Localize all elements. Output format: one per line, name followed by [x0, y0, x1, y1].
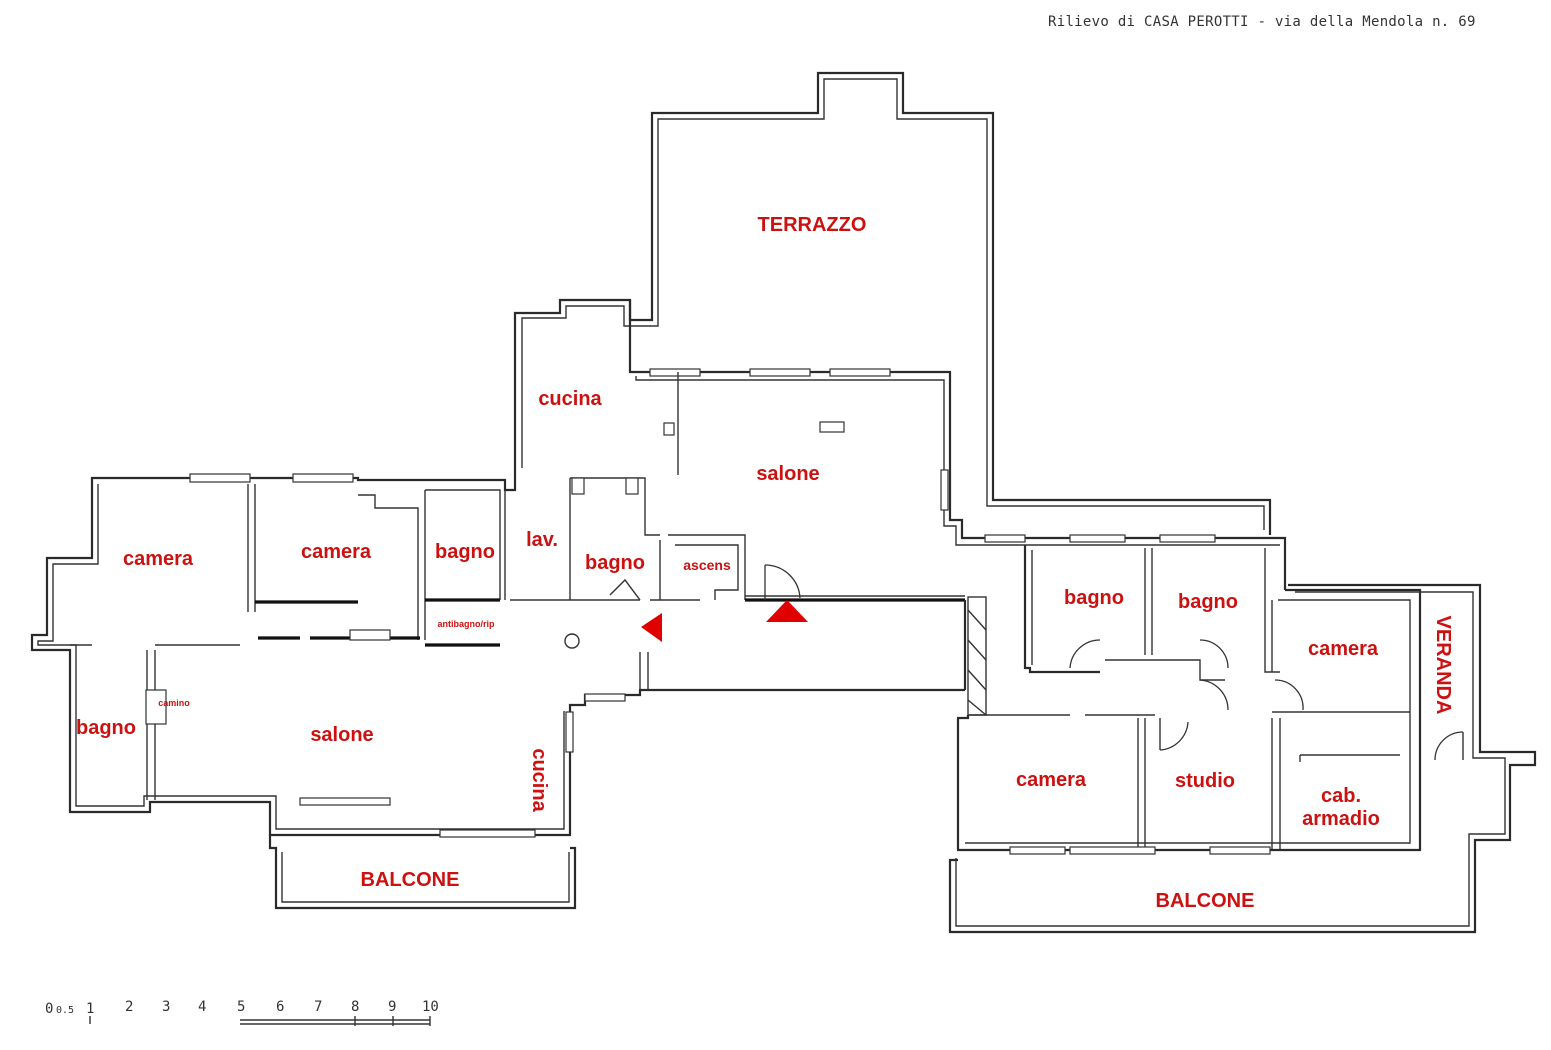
scale-label-6: 6	[276, 999, 284, 1015]
label-cucina-top: cucina	[538, 388, 602, 410]
label-balcone-right: BALCONE	[1156, 890, 1255, 912]
label-veranda: VERANDA	[1432, 616, 1454, 715]
scale-label-5: 5	[237, 999, 245, 1015]
label-balcone-left: BALCONE	[361, 869, 460, 891]
scale-label-10: 10	[422, 999, 439, 1015]
balcone-left-walls	[268, 835, 577, 910]
right-wing-walls	[948, 545, 1537, 934]
label-bagno-3: bagno	[1064, 587, 1124, 609]
label-camera-4: camera	[1016, 769, 1087, 791]
scale-label-4: 4	[198, 999, 206, 1015]
drawing-title: Rilievo di CASA PEROTTI - via della Mend…	[1048, 14, 1476, 30]
scale-label-0: 0	[45, 1001, 53, 1017]
scale-label-3: 3	[162, 999, 170, 1015]
corridor-walls	[745, 564, 987, 716]
scale-label-8: 8	[351, 999, 359, 1015]
label-lav: lav.	[526, 529, 558, 551]
label-studio: studio	[1175, 770, 1235, 792]
entrance-arrow-up	[766, 600, 808, 622]
scale-label-0-5: 0.5	[56, 1005, 74, 1016]
label-cucina-side: cucina	[528, 748, 550, 812]
label-bagno-1: bagno	[435, 541, 495, 563]
left-wing-walls	[30, 473, 965, 838]
label-camera-2: camera	[301, 541, 372, 563]
label-camera-3: camera	[1308, 638, 1379, 660]
label-bagno-left: bagno	[76, 717, 136, 739]
label-terrazzo: TERRAZZO	[758, 214, 867, 236]
terrazzo-walls	[513, 71, 1272, 535]
label-armadio: armadio	[1302, 808, 1380, 830]
scale-label-1: 1	[86, 1001, 94, 1017]
label-bagno-2: bagno	[585, 552, 645, 574]
label-antibagno: antibagno/rip	[438, 619, 495, 629]
scale-label-2: 2	[125, 999, 133, 1015]
scale-label-9: 9	[388, 999, 396, 1015]
label-cab: cab.	[1321, 785, 1361, 807]
scale-label-7: 7	[314, 999, 322, 1015]
label-salone-top: salone	[756, 463, 819, 485]
label-camino: camino	[158, 698, 190, 708]
scale-bar: 0 0.5 1 2 3 4 5 6 7 8 9 10	[45, 999, 439, 1026]
central-block-walls	[628, 300, 1287, 590]
entrance-arrow-left	[641, 613, 662, 642]
label-ascens: ascens	[683, 557, 731, 573]
label-camera-1: camera	[123, 548, 194, 570]
label-salone-bottom: salone	[310, 724, 373, 746]
label-bagno-4: bagno	[1178, 591, 1238, 613]
